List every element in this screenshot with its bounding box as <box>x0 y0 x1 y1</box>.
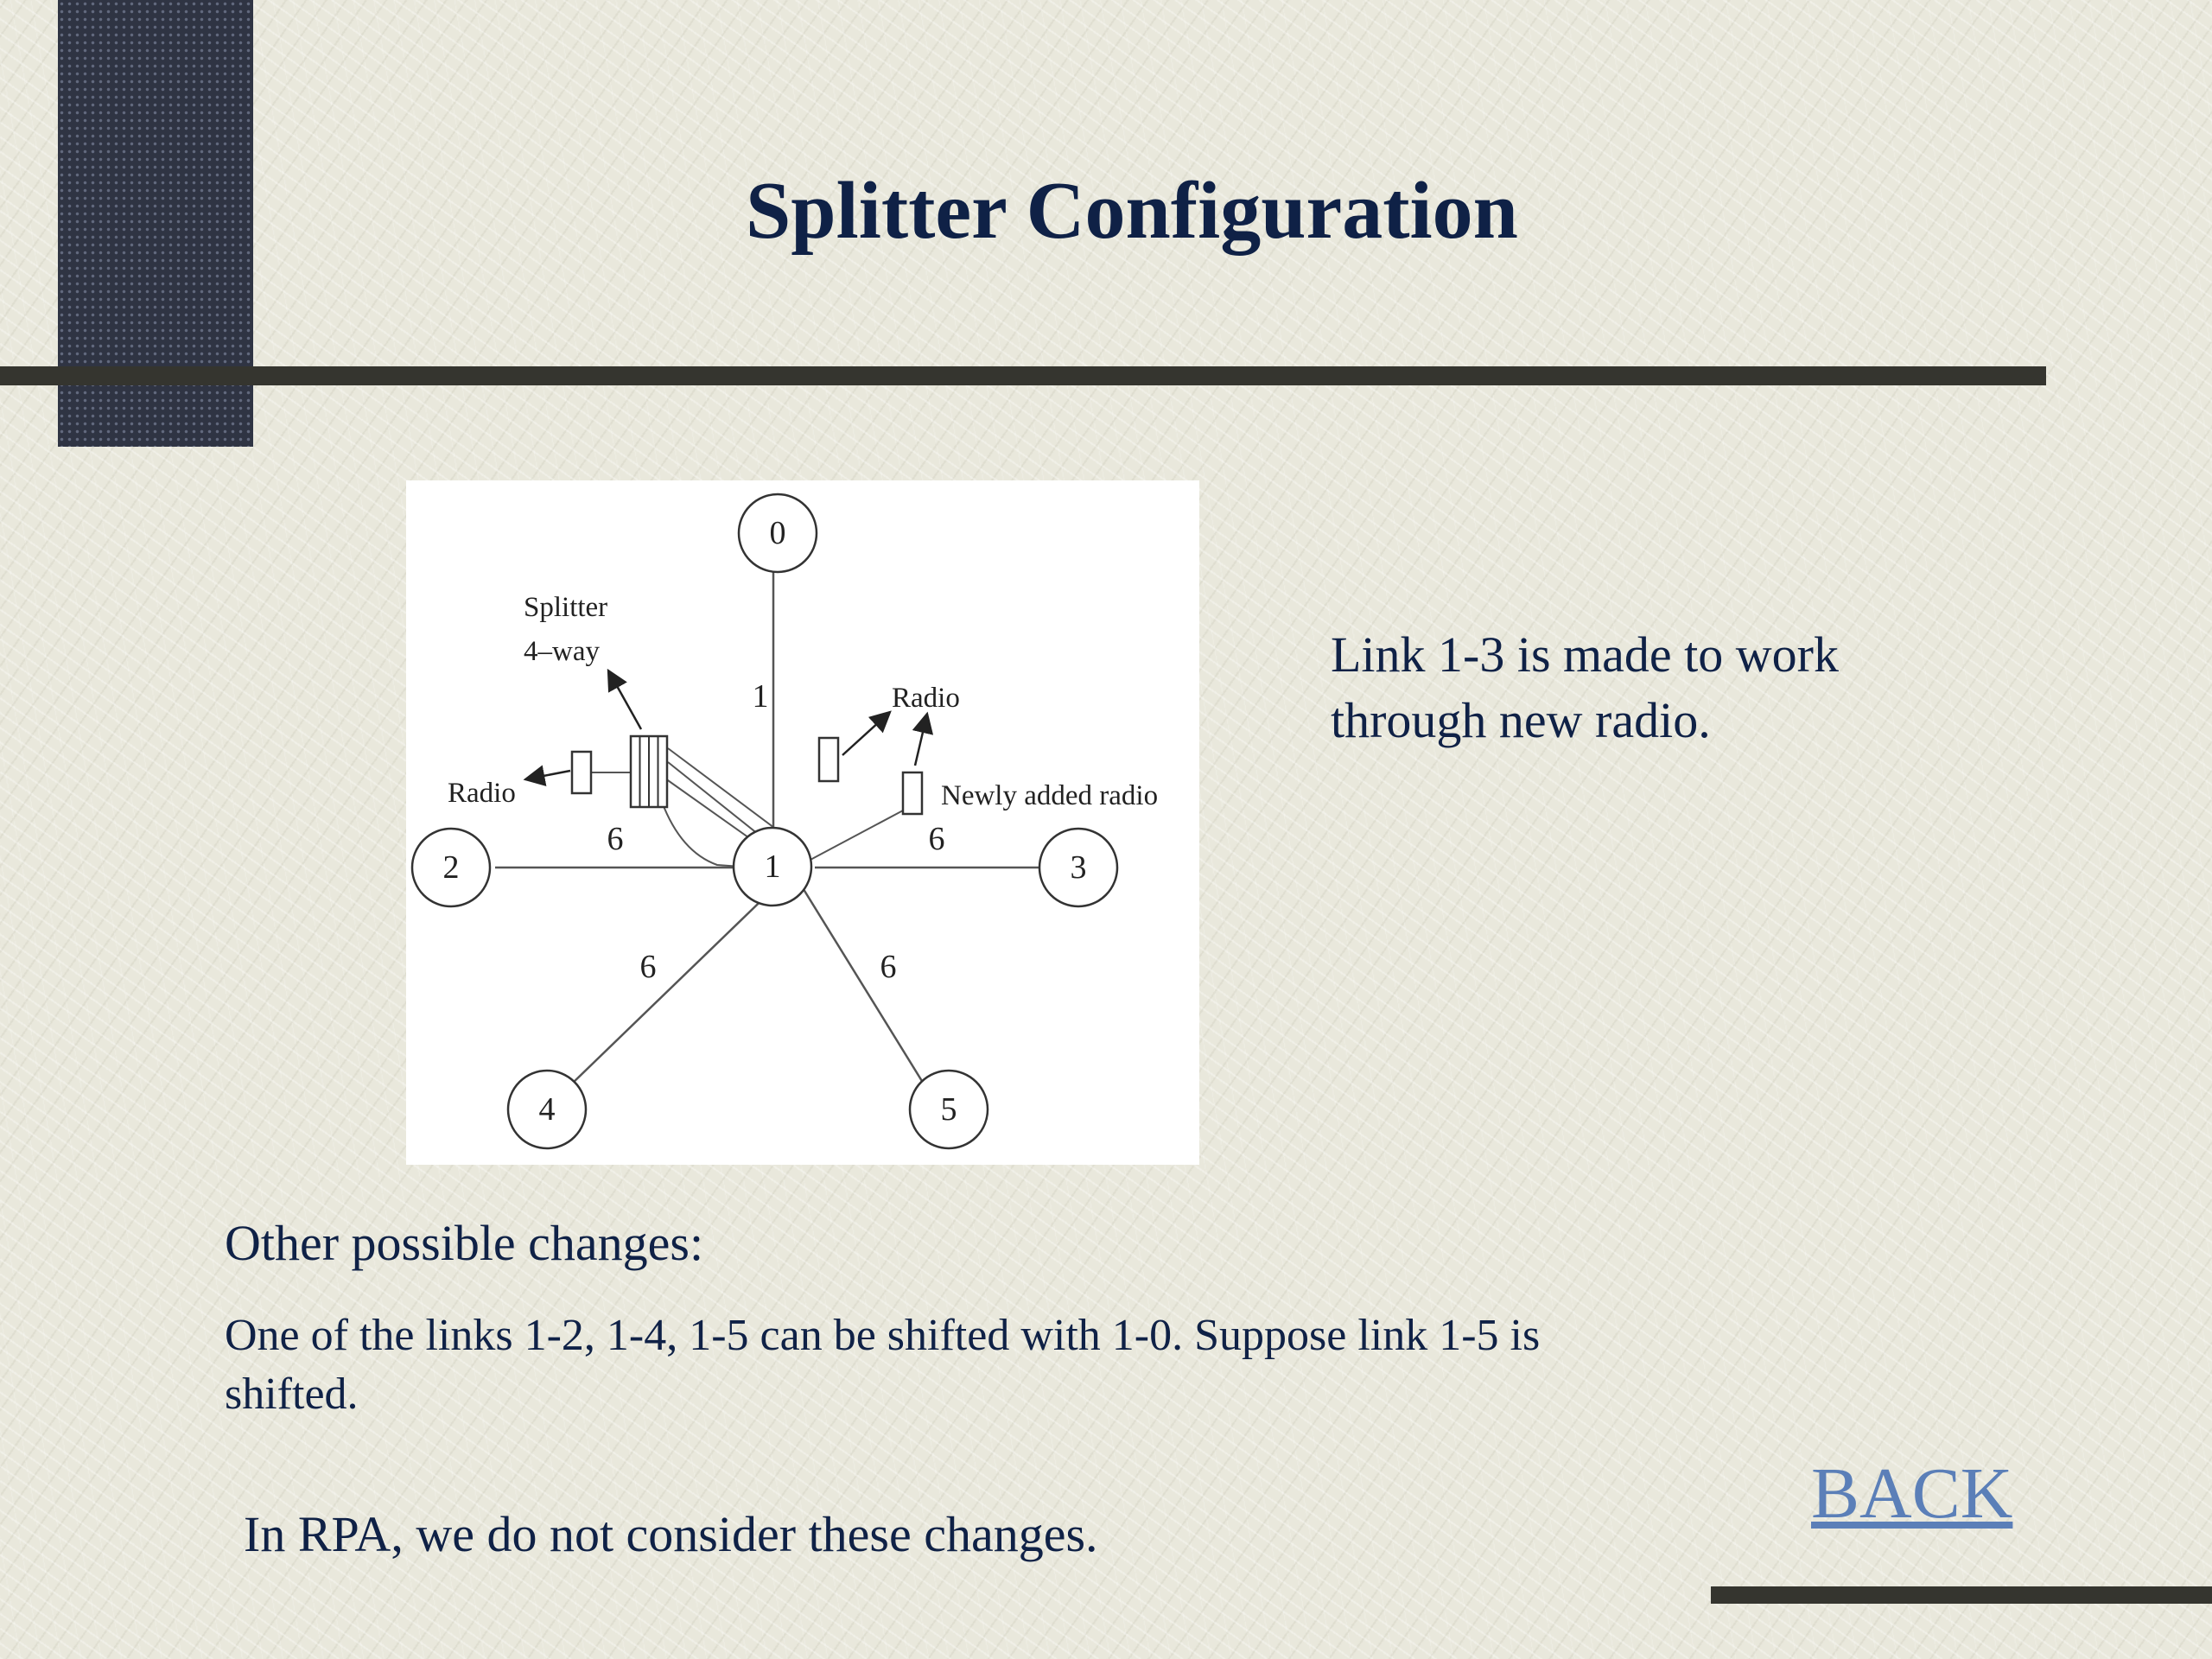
node-3: 3 <box>1038 827 1119 908</box>
edge-1-3-label: 6 <box>929 821 945 857</box>
edge-1-0-label: 1 <box>753 678 769 715</box>
splitter-diagram: 0 1 2 3 4 5 1 6 6 6 6 Splitter 4–way <box>406 480 1199 1165</box>
node-5: 5 <box>908 1069 989 1150</box>
back-link[interactable]: BACK <box>1811 1453 2013 1534</box>
title-divider <box>0 366 2046 385</box>
footer-divider <box>1711 1586 2212 1604</box>
splitter-4way-label: 4–way <box>524 636 600 667</box>
node-2: 2 <box>410 827 492 908</box>
changes-body: One of the links 1-2, 1-4, 1-5 can be sh… <box>225 1311 1541 1419</box>
edge-1-4-label: 6 <box>640 949 657 985</box>
radio-top-device <box>817 736 840 783</box>
newly-added-radio-label: Newly added radio <box>941 780 1158 811</box>
slide-title: Splitter Configuration <box>746 166 1518 256</box>
node-4: 4 <box>506 1069 588 1150</box>
link-note: Link 1-3 is made to work through new rad… <box>1331 626 1839 748</box>
arrow-radio-left <box>523 765 571 787</box>
edge-1-5-label: 6 <box>880 949 897 985</box>
arrow-radio-new <box>912 711 934 766</box>
splitter-device <box>629 734 669 809</box>
arrow-radio-top <box>842 710 892 756</box>
radio-right-label: Radio <box>892 683 960 714</box>
new-radio-link <box>808 810 904 861</box>
node-2-label: 2 <box>443 849 460 886</box>
node-3-label: 3 <box>1071 849 1087 886</box>
radio-new-device <box>901 771 924 816</box>
node-0-label: 0 <box>770 515 786 551</box>
radio-left-device <box>570 750 593 795</box>
node-5-label: 5 <box>941 1091 957 1128</box>
changes-heading: Other possible changes: <box>225 1215 704 1271</box>
node-1-label: 1 <box>765 849 781 885</box>
splitter-link-a <box>667 747 779 831</box>
node-4-label: 4 <box>539 1091 556 1128</box>
node-0: 0 <box>737 493 818 574</box>
arrow-splitter-label <box>607 668 643 730</box>
edge-1-2-label: 6 <box>607 821 624 857</box>
edge-1-5 <box>800 886 926 1086</box>
node-1: 1 <box>732 826 813 907</box>
radio-left-label: Radio <box>448 778 516 809</box>
edge-1-4 <box>569 882 780 1086</box>
splitter-label: Splitter <box>524 592 607 623</box>
rpa-note: In RPA, we do not consider these changes… <box>244 1506 1098 1562</box>
splitter-link-d <box>661 801 777 870</box>
